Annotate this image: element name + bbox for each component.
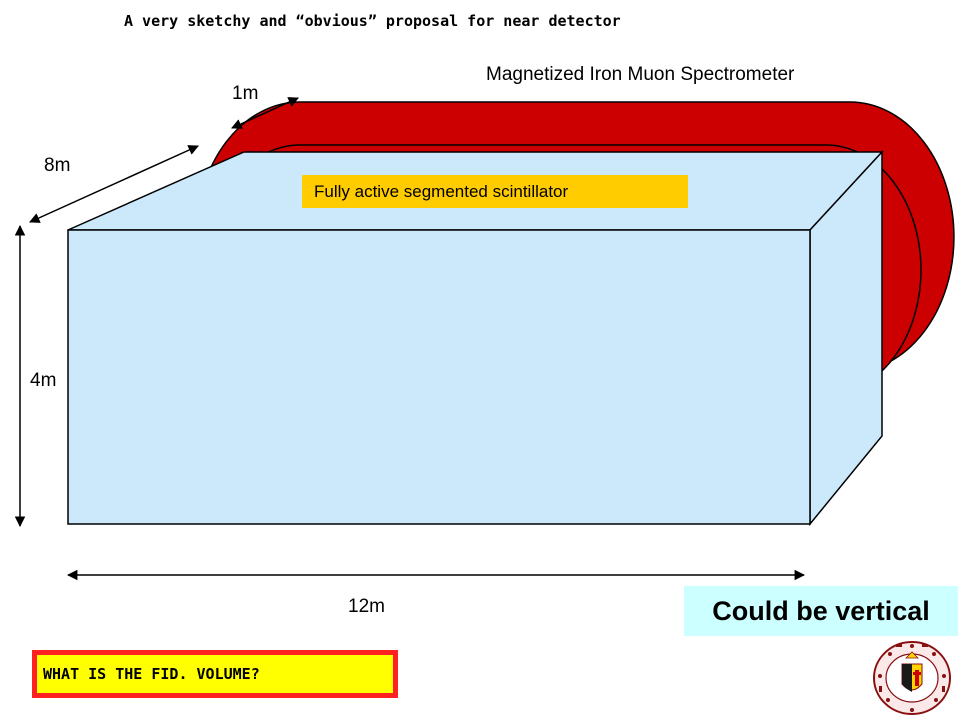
length-label: 12m bbox=[348, 596, 385, 617]
thickness-arrow bbox=[231, 97, 299, 129]
university-seal-icon bbox=[872, 640, 952, 716]
fid-volume-callout: WHAT IS THE FID. VOLUME? bbox=[32, 650, 398, 698]
depth-label: 8m bbox=[44, 155, 71, 176]
fid-volume-text: WHAT IS THE FID. VOLUME? bbox=[37, 655, 393, 693]
spectrometer-label: Magnetized Iron Muon Spectrometer bbox=[486, 64, 795, 85]
slide-title: A very sketchy and “obvious” proposal fo… bbox=[124, 12, 621, 30]
box-front-face bbox=[67, 229, 811, 525]
depth-arrow bbox=[29, 145, 199, 223]
height-label: 4m bbox=[30, 370, 57, 391]
thickness-label: 1m bbox=[232, 83, 259, 104]
vertical-note-callout: Could be vertical bbox=[684, 586, 958, 636]
scintillator-callout: Fully active segmented scintillator bbox=[302, 175, 688, 208]
